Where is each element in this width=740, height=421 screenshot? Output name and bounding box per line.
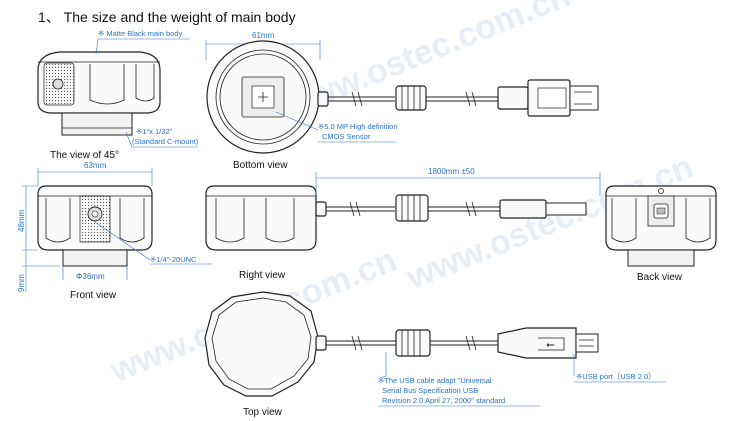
page-title: 1、 The size and the weight of main body xyxy=(38,9,296,25)
note-usb-cable-line1: ※The USB cable adapt "Universal xyxy=(378,376,492,385)
dim-cable-length: 1800mm ±50 xyxy=(428,167,475,176)
note-c-mount-standard: (Standard C-mount) xyxy=(132,137,199,146)
dim-front-width: 63mm xyxy=(84,161,107,170)
dim-bottom-width: 61mm xyxy=(252,31,275,40)
note-usb-port: ※USB port（USB 2.0） xyxy=(576,372,656,381)
note-tripod-thread: ※1/4"-20UNC xyxy=(150,255,197,264)
view-label-bottom: Bottom view xyxy=(233,160,288,171)
view-label-front: Front view xyxy=(70,290,117,301)
dim-mount-diameter: Φ36mm xyxy=(76,272,105,281)
view-right: 1800mm ±50 xyxy=(205,167,601,251)
view-45-degree: The view of 45° ※ Matte Black main body … xyxy=(37,29,199,161)
view-bottom: 61mm ※5.0 MP High definition CMOS Sensor xyxy=(205,31,599,154)
view-front: 63mm 48mm Φ36mm 9mm ※1/4"-20UNC xyxy=(17,161,212,292)
view-back xyxy=(605,185,717,267)
note-matte-body: ※ Matte Black main body xyxy=(98,29,182,38)
view-label-back: Back view xyxy=(637,272,683,283)
view-label-45: The view of 45° xyxy=(50,150,119,161)
dim-mount-height: 9mm xyxy=(17,274,26,292)
view-top: ⭠ ※The USB cable adapt "Universal Serial… xyxy=(204,291,666,407)
note-usb-cable-line3: Revision 2.0 April 27, 2000" standard xyxy=(382,396,505,405)
usb-trident-icon: ⭠ xyxy=(546,338,555,351)
note-sensor-mp: ※5.0 MP High definition xyxy=(318,122,398,131)
view-label-right: Right view xyxy=(239,270,286,281)
note-c-mount-size: ※1"x 1/32" xyxy=(136,127,173,136)
note-sensor-cmos: CMOS Sensor xyxy=(322,132,371,141)
view-label-top: Top view xyxy=(243,407,283,418)
dim-front-height: 48mm xyxy=(17,209,26,232)
note-usb-cable-line2: Serial Bus Specification USB xyxy=(382,386,478,395)
